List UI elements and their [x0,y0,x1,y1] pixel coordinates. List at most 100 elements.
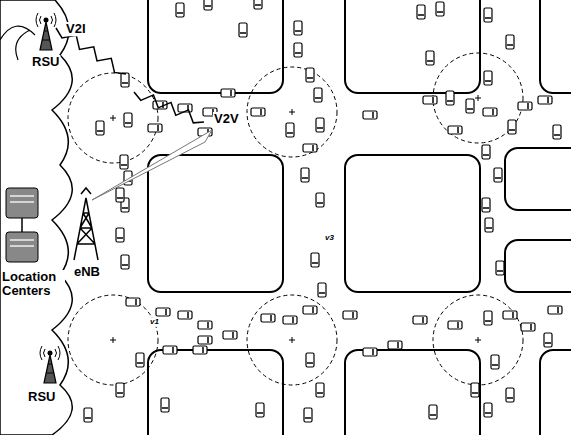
car [466,99,474,113]
car [256,403,264,417]
car [388,341,402,349]
label-patch [31,55,60,69]
car [121,255,129,269]
car [156,308,170,316]
city-block [148,0,283,93]
car [423,96,437,104]
car [485,218,493,232]
city-block [540,0,571,93]
car [96,121,104,135]
map-label: V2V [214,112,239,126]
map-label: Location Centers [2,270,64,299]
car [116,228,124,242]
car [176,3,184,17]
label-patch [324,234,335,243]
car [303,306,317,314]
car [161,398,169,412]
car [286,123,294,137]
vehicles [84,0,562,422]
intersection-circle [247,67,337,157]
car [521,323,535,331]
car [204,0,212,10]
map-label: RSU [32,55,59,69]
car [283,316,297,324]
car [148,124,162,132]
map-label: RSU [28,390,55,404]
car [548,306,562,314]
city-block [345,350,480,435]
car [436,2,444,16]
car [318,283,326,297]
car [496,261,504,275]
car [316,118,324,132]
intersection-circle [68,73,158,163]
car [311,253,319,267]
car [484,71,492,85]
car [121,73,129,87]
car [261,314,275,322]
centre-cross [110,337,116,343]
car [314,88,322,102]
label-patch [149,318,160,327]
car [223,331,237,339]
car [483,108,497,116]
map-label: v1 [150,318,159,327]
car [198,321,212,329]
car [506,388,514,402]
car [316,383,324,397]
car [303,144,317,152]
car [198,336,212,344]
core-cloud [0,0,72,435]
car [503,311,517,319]
centre-cross [289,109,295,115]
car [343,311,357,319]
car [471,383,479,397]
car [193,346,207,354]
city-blocks [148,0,571,435]
car [518,102,532,110]
car [306,68,314,82]
city-block [345,155,480,292]
v2v-link [134,92,204,123]
car [429,405,437,419]
centre-cross [289,337,295,343]
intersection-zones [68,53,523,385]
car [116,383,124,397]
car [448,126,462,134]
car [363,348,377,356]
car [178,311,192,319]
city-block [505,148,571,210]
city-block [505,240,571,292]
car [482,198,490,212]
enb-beam [92,130,212,200]
centre-cross [110,115,116,121]
car [553,125,561,139]
cloud-arc [0,26,35,60]
car [417,5,425,19]
car [251,108,265,116]
car [484,403,492,417]
city-block [540,350,571,435]
car [126,298,140,306]
car [363,111,377,119]
car [484,311,492,325]
car [448,321,462,329]
label-patch [1,270,65,299]
car [482,145,490,159]
car [163,346,177,354]
intersection-circle [68,295,158,385]
car [316,193,324,207]
label-patch [65,22,87,36]
rsu-tower [36,13,56,50]
car [301,168,309,182]
intersection-circle [247,295,337,385]
city-block [148,350,283,435]
map-label: V2I [66,22,86,36]
car [306,353,314,367]
car [116,188,124,202]
car [426,51,434,65]
car [120,155,128,169]
car [124,113,132,127]
